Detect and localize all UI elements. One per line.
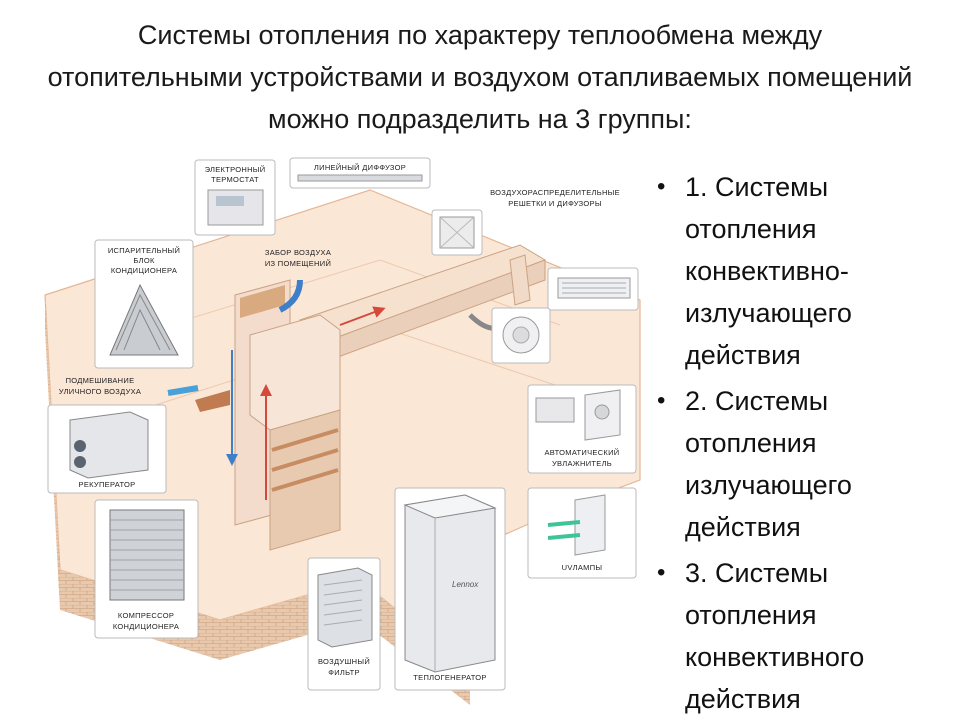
svg-text:ЭЛЕКТРОННЫЙ: ЭЛЕКТРОННЫЙ [205,165,266,174]
svg-text:КОНДИЦИОНЕРА: КОНДИЦИОНЕРА [113,622,179,631]
svg-text:УЛИЧНОГО ВОЗДУХА: УЛИЧНОГО ВОЗДУХА [59,387,141,396]
list-item: • 3. Системы отопления конвективного дей… [655,552,955,720]
evaporator-box: ИСПАРИТЕЛЬНЫЙ БЛОК КОНДИЦИОНЕРА [94,239,194,369]
round-diffuser [491,307,551,364]
heat-generator-box: Lennox ТЕПЛОГЕНЕРАТОР [394,487,506,691]
linear-diffuser-box: ЛИНЕЙНЫЙ ДИФФУЗОР [289,157,431,189]
page-title: Системы отопления по характеру теплообме… [47,20,913,134]
svg-text:КОНДИЦИОНЕРА: КОНДИЦИОНЕРА [111,266,177,275]
svg-text:ВОЗДУХОРАСПРЕДЕЛИТЕЛЬНЫЕ: ВОЗДУХОРАСПРЕДЕЛИТЕЛЬНЫЕ [490,188,620,197]
svg-text:UVЛАМПЫ: UVЛАМПЫ [562,563,603,572]
hvac-diagram: ЭЛЕКТРОННЫЙ ТЕРМОСТАТ ЛИНЕЙНЫЙ ДИФФУЗОР … [0,150,650,720]
compressor-box: КОМПРЕССОР КОНДИЦИОНЕРА [94,499,199,639]
outdoor-mix-label: ПОДМЕШИВАНИЕ УЛИЧНОГО ВОЗДУХА [59,376,141,396]
svg-text:РЕШЕТКИ И ДИФУЗОРЫ: РЕШЕТКИ И ДИФУЗОРЫ [508,199,602,208]
svg-text:РЕКУПЕРАТОР: РЕКУПЕРАТОР [79,480,136,489]
svg-text:ВОЗДУШНЫЙ: ВОЗДУШНЫЙ [318,657,370,666]
svg-text:ЗАБОР ВОЗДУХА: ЗАБОР ВОЗДУХА [265,248,331,257]
svg-text:ТЕПЛОГЕНЕРАТОР: ТЕПЛОГЕНЕРАТОР [413,673,486,682]
bullet-icon: • [657,173,666,200]
svg-text:ИСПАРИТЕЛЬНЫЙ: ИСПАРИТЕЛЬНЫЙ [108,246,180,255]
svg-text:АВТОМАТИЧЕСКИЙ: АВТОМАТИЧЕСКИЙ [545,448,620,457]
svg-text:ПОДМЕШИВАНИЕ: ПОДМЕШИВАНИЕ [66,376,135,385]
heating-groups-list: • 1. Системы отопления конвективно- излу… [655,166,955,724]
svg-text:ФИЛЬТР: ФИЛЬТР [328,668,360,677]
bullet-icon: • [657,387,666,414]
recuperator-box: РЕКУПЕРАТОР [47,404,167,494]
humidifier-box: АВТОМАТИЧЕСКИЙ УВЛАЖНИТЕЛЬ [527,384,637,474]
svg-text:КОМПРЕССОР: КОМПРЕССОР [118,611,174,620]
list-item: • 1. Системы отопления конвективно- излу… [655,166,955,376]
ceiling-diffuser [431,209,483,256]
uv-lamps-box: UVЛАМПЫ [527,487,637,579]
list-item: • 2. Системы отопления излучающего дейст… [655,380,955,548]
furnace-stack [167,279,341,551]
svg-text:ИЗ ПОМЕЩЕНИЙ: ИЗ ПОМЕЩЕНИЙ [265,259,331,268]
air-intake-label: ЗАБОР ВОЗДУХА ИЗ ПОМЕЩЕНИЙ [265,248,331,268]
thermostat-box: ЭЛЕКТРОННЫЙ ТЕРМОСТАТ [194,159,276,236]
grilles-label: ВОЗДУХОРАСПРЕДЕЛИТЕЛЬНЫЕ РЕШЕТКИ И ДИФУЗ… [490,188,620,208]
svg-text:ТЕРМОСТАТ: ТЕРМОСТАТ [211,175,259,184]
hvac-diagram-svg: ЭЛЕКТРОННЫЙ ТЕРМОСТАТ ЛИНЕЙНЫЙ ДИФФУЗОР … [44,157,641,705]
svg-text:УВЛАЖНИТЕЛЬ: УВЛАЖНИТЕЛЬ [552,459,612,468]
furnace-brand: Lennox [452,580,479,589]
wall-grille [547,267,639,311]
svg-text:БЛОК: БЛОК [133,256,155,265]
svg-text:ЛИНЕЙНЫЙ ДИФФУЗОР: ЛИНЕЙНЫЙ ДИФФУЗОР [314,163,406,172]
bullet-icon: • [657,559,666,586]
duct-system [298,244,547,361]
air-filter-box: ВОЗДУШНЫЙ ФИЛЬТР [307,557,381,691]
